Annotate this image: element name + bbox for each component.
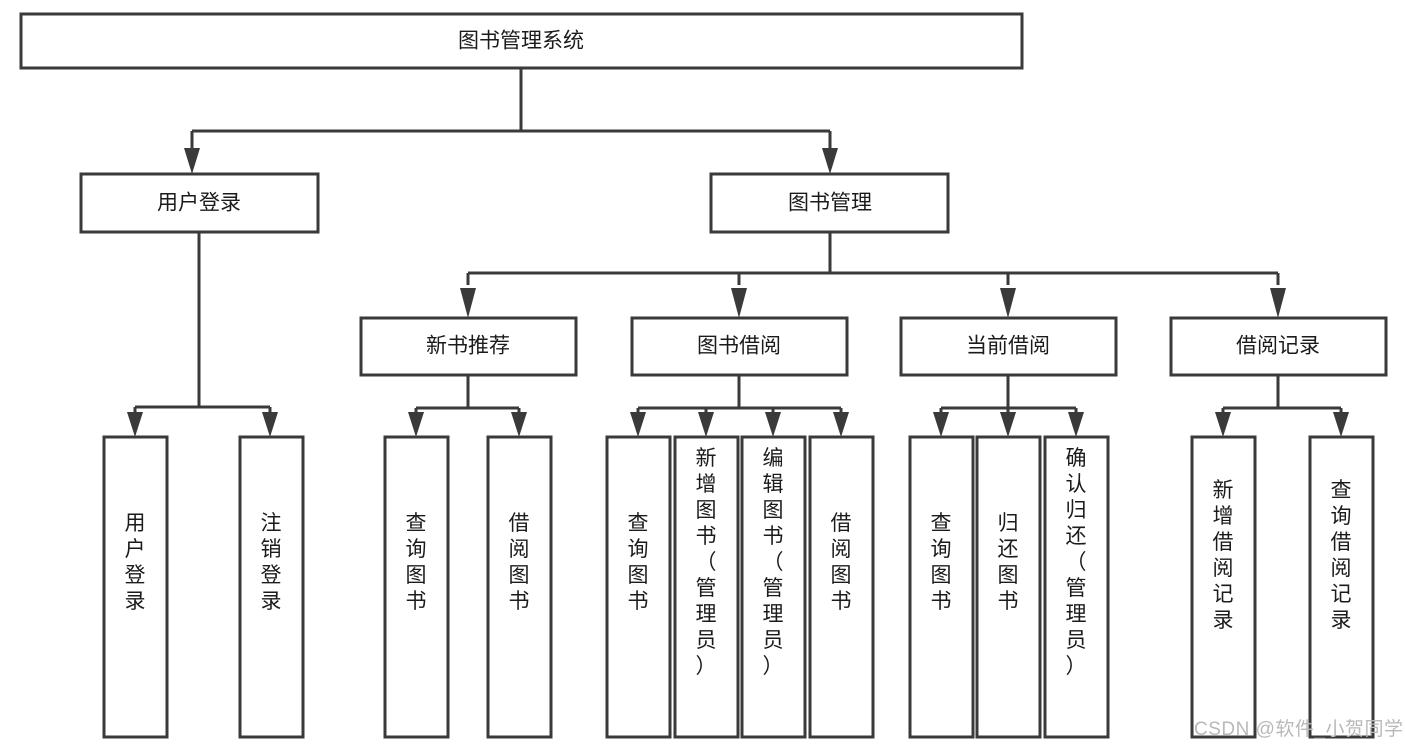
node-book-borrow[interactable]: 图书借阅 xyxy=(630,316,849,377)
leaf-label-book-borrow-2: 新增图书（管理员） xyxy=(696,447,717,678)
node-label-user-login: 用户登录 xyxy=(157,192,241,215)
arrow-head-leaf-user-login-1 xyxy=(127,412,143,437)
node-box-book-borrow[interactable] xyxy=(630,316,849,377)
arrow-head-borrow-records xyxy=(1270,288,1286,318)
leaf-label-book-borrow-4: 借阅图书 xyxy=(831,512,852,613)
node-label-borrow-records: 借阅记录 xyxy=(1236,335,1320,358)
connector-group-newbook xyxy=(408,375,527,437)
leaf-label-new-book-2: 借阅图书 xyxy=(509,512,530,613)
node-book-management[interactable]: 图书管理 xyxy=(709,172,950,234)
leaf-label-book-borrow-3: 编辑图书（管理员） xyxy=(763,447,784,678)
arrow-head-leaf-bookborrow-2 xyxy=(698,412,714,437)
leaf-node-new-book-1[interactable]: 查询图书 xyxy=(383,435,450,739)
leaf-node-book-borrow-2[interactable]: 新增图书（管理员） xyxy=(673,435,740,739)
leaf-label-user-login-2: 注销登录 xyxy=(261,512,282,613)
leaf-box-current-borrow-2[interactable] xyxy=(975,435,1042,739)
connector-group-currentborrow xyxy=(933,375,1084,437)
connector-group-userlogin xyxy=(127,232,278,437)
leaf-node-borrow-records-2[interactable]: 查询借阅记录 xyxy=(1308,435,1375,739)
node-new-book-recommend[interactable]: 新书推荐 xyxy=(359,316,578,377)
leaf-node-borrow-records-1[interactable]: 新增借阅记录 xyxy=(1190,435,1257,739)
node-box-root[interactable] xyxy=(19,12,1024,70)
node-box-book-management[interactable] xyxy=(709,172,950,234)
leaf-box-new-book-1[interactable] xyxy=(383,435,450,739)
leaf-node-book-borrow-3[interactable]: 编辑图书（管理员） xyxy=(740,435,807,739)
leaf-box-new-book-2[interactable] xyxy=(486,435,553,739)
arrow-head-leaf-user-login-2 xyxy=(262,412,278,437)
leaf-node-current-borrow-2[interactable]: 归还图书 xyxy=(975,435,1042,739)
arrow-head-current-borrow xyxy=(1000,288,1016,318)
leaf-node-book-borrow-4[interactable]: 借阅图书 xyxy=(808,435,875,739)
node-borrow-records[interactable]: 借阅记录 xyxy=(1169,316,1388,377)
node-current-borrow[interactable]: 当前借阅 xyxy=(899,316,1118,377)
connector-group-borrowrecords xyxy=(1215,375,1349,437)
node-label-book-borrow: 图书借阅 xyxy=(697,335,781,358)
arrow-head-leaf-currentborrow-3 xyxy=(1068,412,1084,437)
leaf-box-borrow-records-2[interactable] xyxy=(1308,435,1375,739)
node-box-borrow-records[interactable] xyxy=(1169,316,1388,377)
node-label-new-book-recommend: 新书推荐 xyxy=(426,335,510,358)
connector-group-bookmgmt xyxy=(460,232,1286,318)
arrow-head-leaf-newbook-1 xyxy=(408,412,424,437)
arrow-head-leaf-bookborrow-1 xyxy=(630,412,646,437)
leaf-box-book-borrow-1[interactable] xyxy=(605,435,672,739)
leaf-node-book-borrow-1[interactable]: 查询图书 xyxy=(605,435,672,739)
node-box-current-borrow[interactable] xyxy=(899,316,1118,377)
node-box-user-login[interactable] xyxy=(79,172,320,234)
node-box-new-book-recommend[interactable] xyxy=(359,316,578,377)
leaf-node-current-borrow-3[interactable]: 确认归还（管理员） xyxy=(1043,435,1110,739)
leaf-label-book-borrow-1: 查询图书 xyxy=(628,512,649,613)
leaf-label-borrow-records-2: 查询借阅记录 xyxy=(1331,479,1352,632)
arrow-head-book-borrow xyxy=(731,288,747,318)
csdn-watermark: CSDN @软件_小贺同学 xyxy=(1194,719,1404,740)
arrow-head-leaf-bookborrow-4 xyxy=(833,412,849,437)
leaf-label-current-borrow-3: 确认归还（管理员） xyxy=(1066,447,1087,678)
leaf-label-current-borrow-1: 查询图书 xyxy=(931,512,952,613)
leaf-box-current-borrow-1[interactable] xyxy=(908,435,975,739)
leaf-label-borrow-records-1: 新增借阅记录 xyxy=(1213,479,1234,632)
leaf-label-current-borrow-2: 归还图书 xyxy=(998,512,1019,613)
leaf-box-book-borrow-2[interactable] xyxy=(673,435,740,739)
leaf-box-current-borrow-3[interactable] xyxy=(1043,435,1110,739)
leaf-box-user-login-1[interactable] xyxy=(102,435,169,739)
node-label-current-borrow: 当前借阅 xyxy=(966,335,1050,358)
leaf-node-user-login-2[interactable]: 注销登录 xyxy=(238,435,305,739)
arrow-head-leaf-newbook-2 xyxy=(511,412,527,437)
arrow-head-bookmgmt xyxy=(822,148,838,174)
connector-group-bookborrow xyxy=(630,375,849,437)
arrow-head-userlogin xyxy=(184,148,200,174)
leaf-node-new-book-2[interactable]: 借阅图书 xyxy=(486,435,553,739)
arrow-head-leaf-bookborrow-3 xyxy=(765,412,781,437)
node-label-root: 图书管理系统 xyxy=(458,30,584,53)
leaf-label-new-book-1: 查询图书 xyxy=(406,512,427,613)
connector-group-root xyxy=(184,68,838,174)
node-label-book-management: 图书管理 xyxy=(788,192,872,215)
node-user-login[interactable]: 用户登录 xyxy=(79,172,320,234)
arrow-head-new-book xyxy=(460,288,476,318)
arrow-head-leaf-currentborrow-2 xyxy=(1000,412,1016,437)
leaf-box-book-borrow-4[interactable] xyxy=(808,435,875,739)
arrow-head-leaf-borrowrecords-1 xyxy=(1215,412,1231,437)
node-root-system[interactable]: 图书管理系统 xyxy=(19,12,1024,70)
leaf-box-book-borrow-3[interactable] xyxy=(740,435,807,739)
leaf-box-borrow-records-1[interactable] xyxy=(1190,435,1257,739)
leaf-label-user-login-1: 用户登录 xyxy=(125,512,146,613)
leaf-node-user-login-1[interactable]: 用户登录 xyxy=(102,435,169,739)
arrow-head-leaf-borrowrecords-2 xyxy=(1333,412,1349,437)
arrow-head-leaf-currentborrow-1 xyxy=(933,412,949,437)
leaf-node-current-borrow-1[interactable]: 查询图书 xyxy=(908,435,975,739)
leaf-box-user-login-2[interactable] xyxy=(238,435,305,739)
